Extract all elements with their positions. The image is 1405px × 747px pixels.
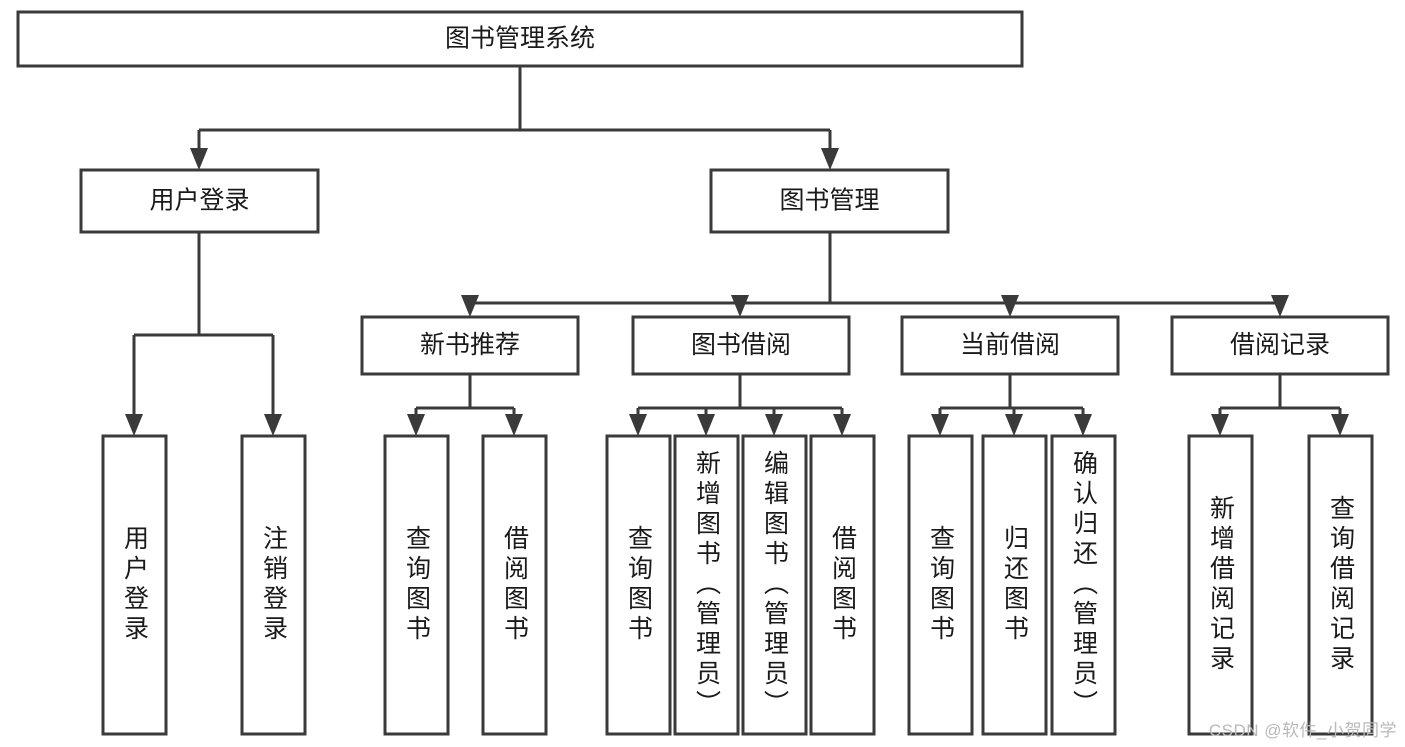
leaf-node-8[interactable] (907, 434, 974, 736)
arrow-head-icon (697, 414, 715, 436)
arrow-head-icon (505, 414, 523, 436)
leaf-node-4[interactable] (605, 434, 672, 736)
root-node-图书管理系统[interactable] (16, 10, 1024, 68)
connectors-layer (125, 66, 1349, 436)
watermark-text: CSDN @软件_小贺同学 (1208, 721, 1397, 740)
arrow-head-icon (1001, 295, 1019, 317)
arrow-head-icon (125, 414, 143, 436)
arrow-head-icon (821, 148, 839, 170)
arrow-head-icon (833, 414, 851, 436)
leaf-node-6[interactable] (741, 434, 808, 736)
leaf-node-7[interactable] (809, 434, 876, 736)
leaf-node-2[interactable] (383, 434, 450, 736)
level2-node-1[interactable] (709, 168, 950, 234)
arrow-head-icon (765, 414, 783, 436)
leaf-node-11[interactable] (1187, 434, 1254, 736)
arrow-head-icon (731, 295, 749, 317)
leaf-node-1[interactable] (240, 434, 307, 736)
level3-node-2[interactable] (900, 315, 1120, 376)
level3-node-0-label: 新书推荐 (420, 331, 520, 359)
arrow-head-icon (1211, 414, 1229, 436)
root-node-图书管理系统-label: 图书管理系统 (445, 25, 595, 53)
arrow-head-icon (629, 414, 647, 436)
arrow-head-icon (1074, 414, 1092, 436)
level3-node-3-label: 借阅记录 (1230, 331, 1330, 359)
level2-node-0-label: 用户登录 (149, 187, 249, 215)
level3-node-1-label: 图书借阅 (691, 331, 791, 359)
arrow-head-icon (407, 414, 425, 436)
arrow-head-icon (190, 148, 208, 170)
level3-node-0[interactable] (360, 315, 580, 376)
arrow-head-icon (1005, 414, 1023, 436)
level2-node-1-label: 图书管理 (779, 187, 879, 215)
leaf-node-12[interactable] (1307, 434, 1374, 736)
leaf-node-10[interactable] (1050, 434, 1117, 736)
leaf-node-3[interactable] (481, 434, 548, 736)
arrow-head-icon (1271, 295, 1289, 317)
arrow-head-icon (931, 414, 949, 436)
leaf-node-9[interactable] (981, 434, 1048, 736)
arrow-head-icon (461, 295, 479, 317)
leaf-node-0[interactable] (101, 434, 168, 736)
level3-node-1[interactable] (631, 315, 851, 376)
arrow-head-icon (1331, 414, 1349, 436)
arrow-head-icon (264, 414, 282, 436)
level3-node-2-label: 当前借阅 (960, 331, 1060, 359)
level2-node-0[interactable] (79, 168, 320, 234)
level3-node-3[interactable] (1170, 315, 1390, 376)
leaf-node-5[interactable] (673, 434, 740, 736)
